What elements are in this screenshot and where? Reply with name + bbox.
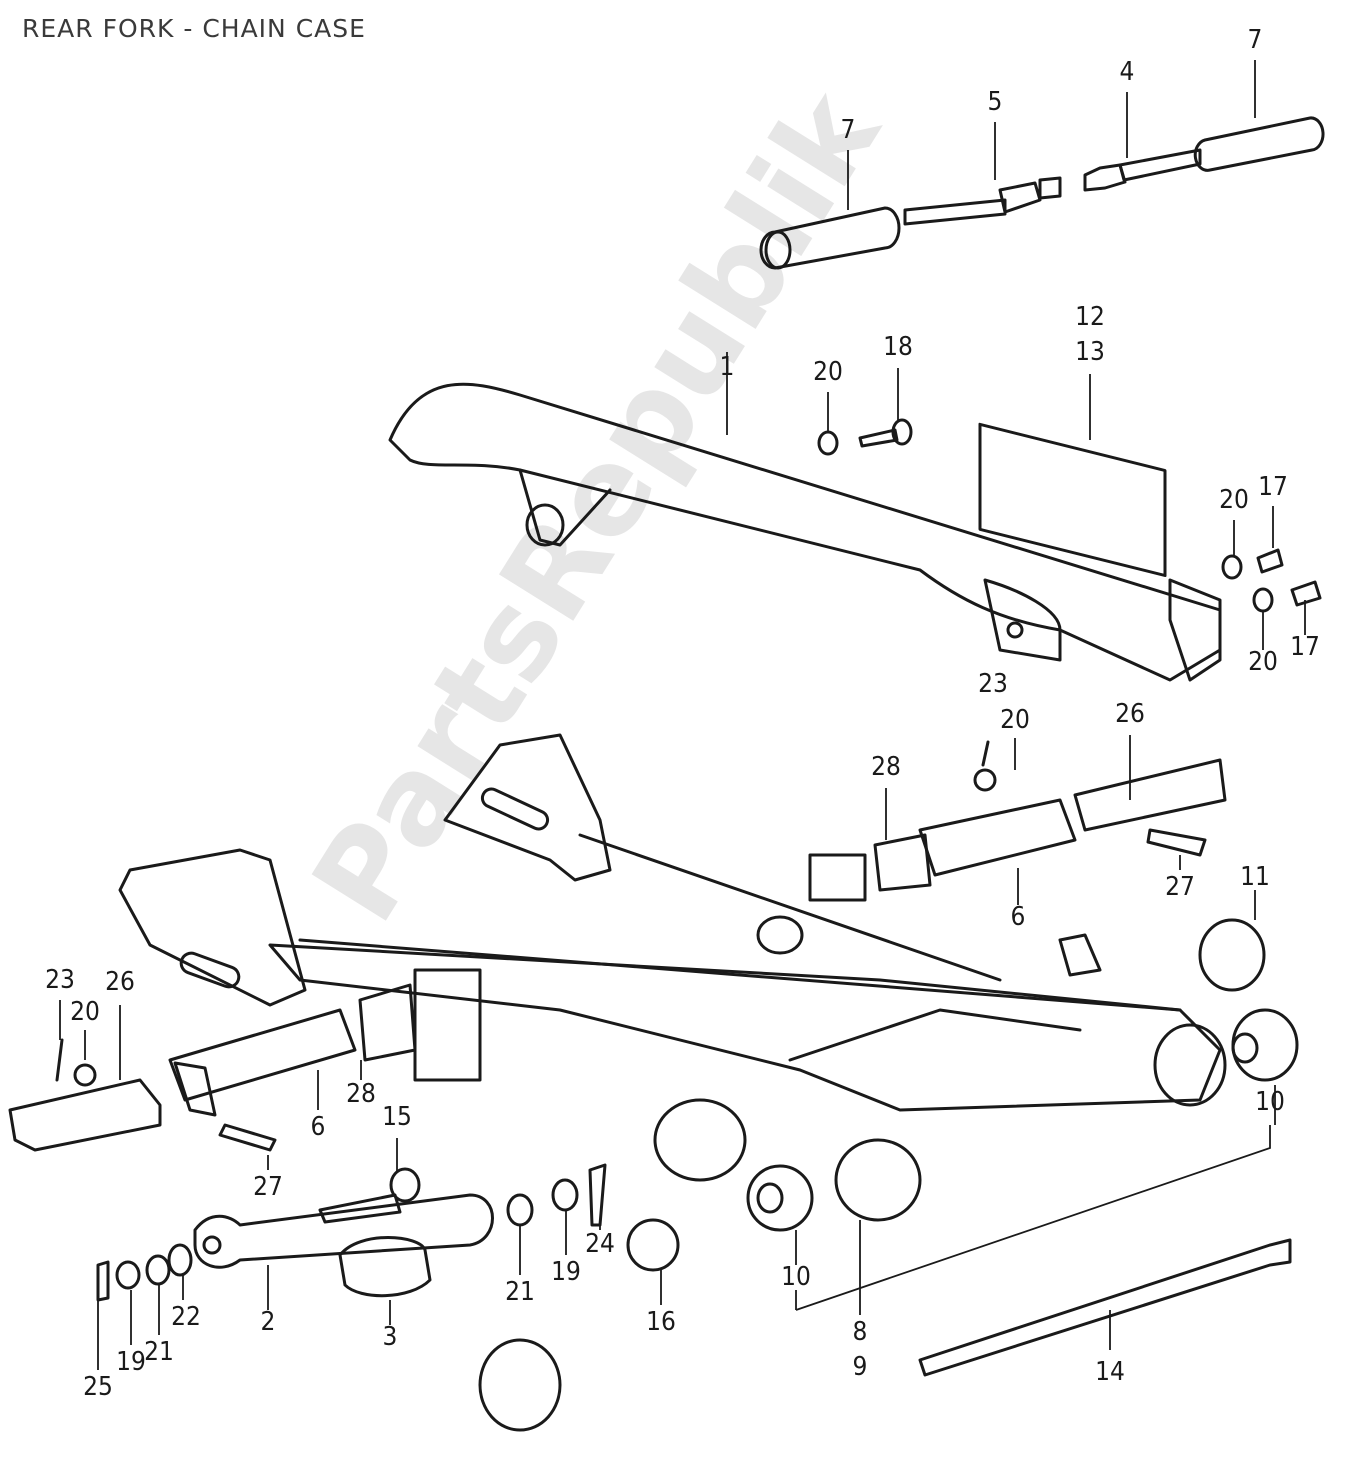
callout-20: 20 [1219,485,1249,515]
callout-15: 15 [382,1102,412,1132]
callout-20: 20 [1000,705,1030,735]
callout-2: 2 [261,1307,276,1337]
callout-5: 5 [988,87,1003,117]
label-plate [978,422,1167,578]
step-rubbers [8,758,1227,1152]
callout-6: 6 [311,1112,326,1142]
callout-27: 27 [1165,872,1195,902]
callout-28: 28 [346,1079,376,1109]
callout-24: 24 [585,1229,615,1259]
callout-20: 20 [813,357,843,387]
callout-8: 8 [853,1317,868,1347]
callout-21: 21 [144,1337,174,1367]
callout-23: 23 [978,669,1008,699]
callout-26: 26 [1115,699,1145,729]
callout-16: 16 [646,1307,676,1337]
callout-22: 22 [171,1302,201,1332]
callout-23: 23 [45,965,75,995]
callout-14: 14 [1095,1357,1125,1387]
leader-lines [59,60,1306,1370]
callout-11: 11 [1240,862,1270,892]
diagram-title: REAR FORK - CHAIN CASE [22,14,366,43]
callout-3: 3 [383,1322,398,1352]
callout-6: 6 [1011,902,1026,932]
callout-21: 21 [505,1277,535,1307]
callout-27: 27 [253,1172,283,1202]
callout-26: 26 [105,967,135,997]
callout-20: 20 [1248,647,1278,677]
callout-7: 7 [841,115,856,145]
callout-20: 20 [70,997,100,1027]
callout-19: 19 [116,1347,146,1377]
callout-4: 4 [1120,57,1135,87]
callout-28: 28 [871,752,901,782]
callout-10: 10 [1255,1087,1285,1117]
callout-18: 18 [883,332,913,362]
callout-9: 9 [853,1352,868,1382]
lower-hardware [55,740,1299,1432]
callout-19: 19 [551,1257,581,1287]
callout-1: 1 [720,352,735,382]
chain-case [388,382,1222,682]
callout-10: 10 [781,1262,811,1292]
callout-17: 17 [1290,632,1320,662]
callout-17: 17 [1258,472,1288,502]
callout-7: 7 [1248,25,1263,55]
footpeg-assembly [759,116,1325,270]
callout-25: 25 [83,1372,113,1402]
chain-case-hardware [817,418,1322,613]
callout-12: 12 [1075,302,1105,332]
swing-arm [118,733,1227,1222]
callout-13: 13 [1075,337,1105,367]
